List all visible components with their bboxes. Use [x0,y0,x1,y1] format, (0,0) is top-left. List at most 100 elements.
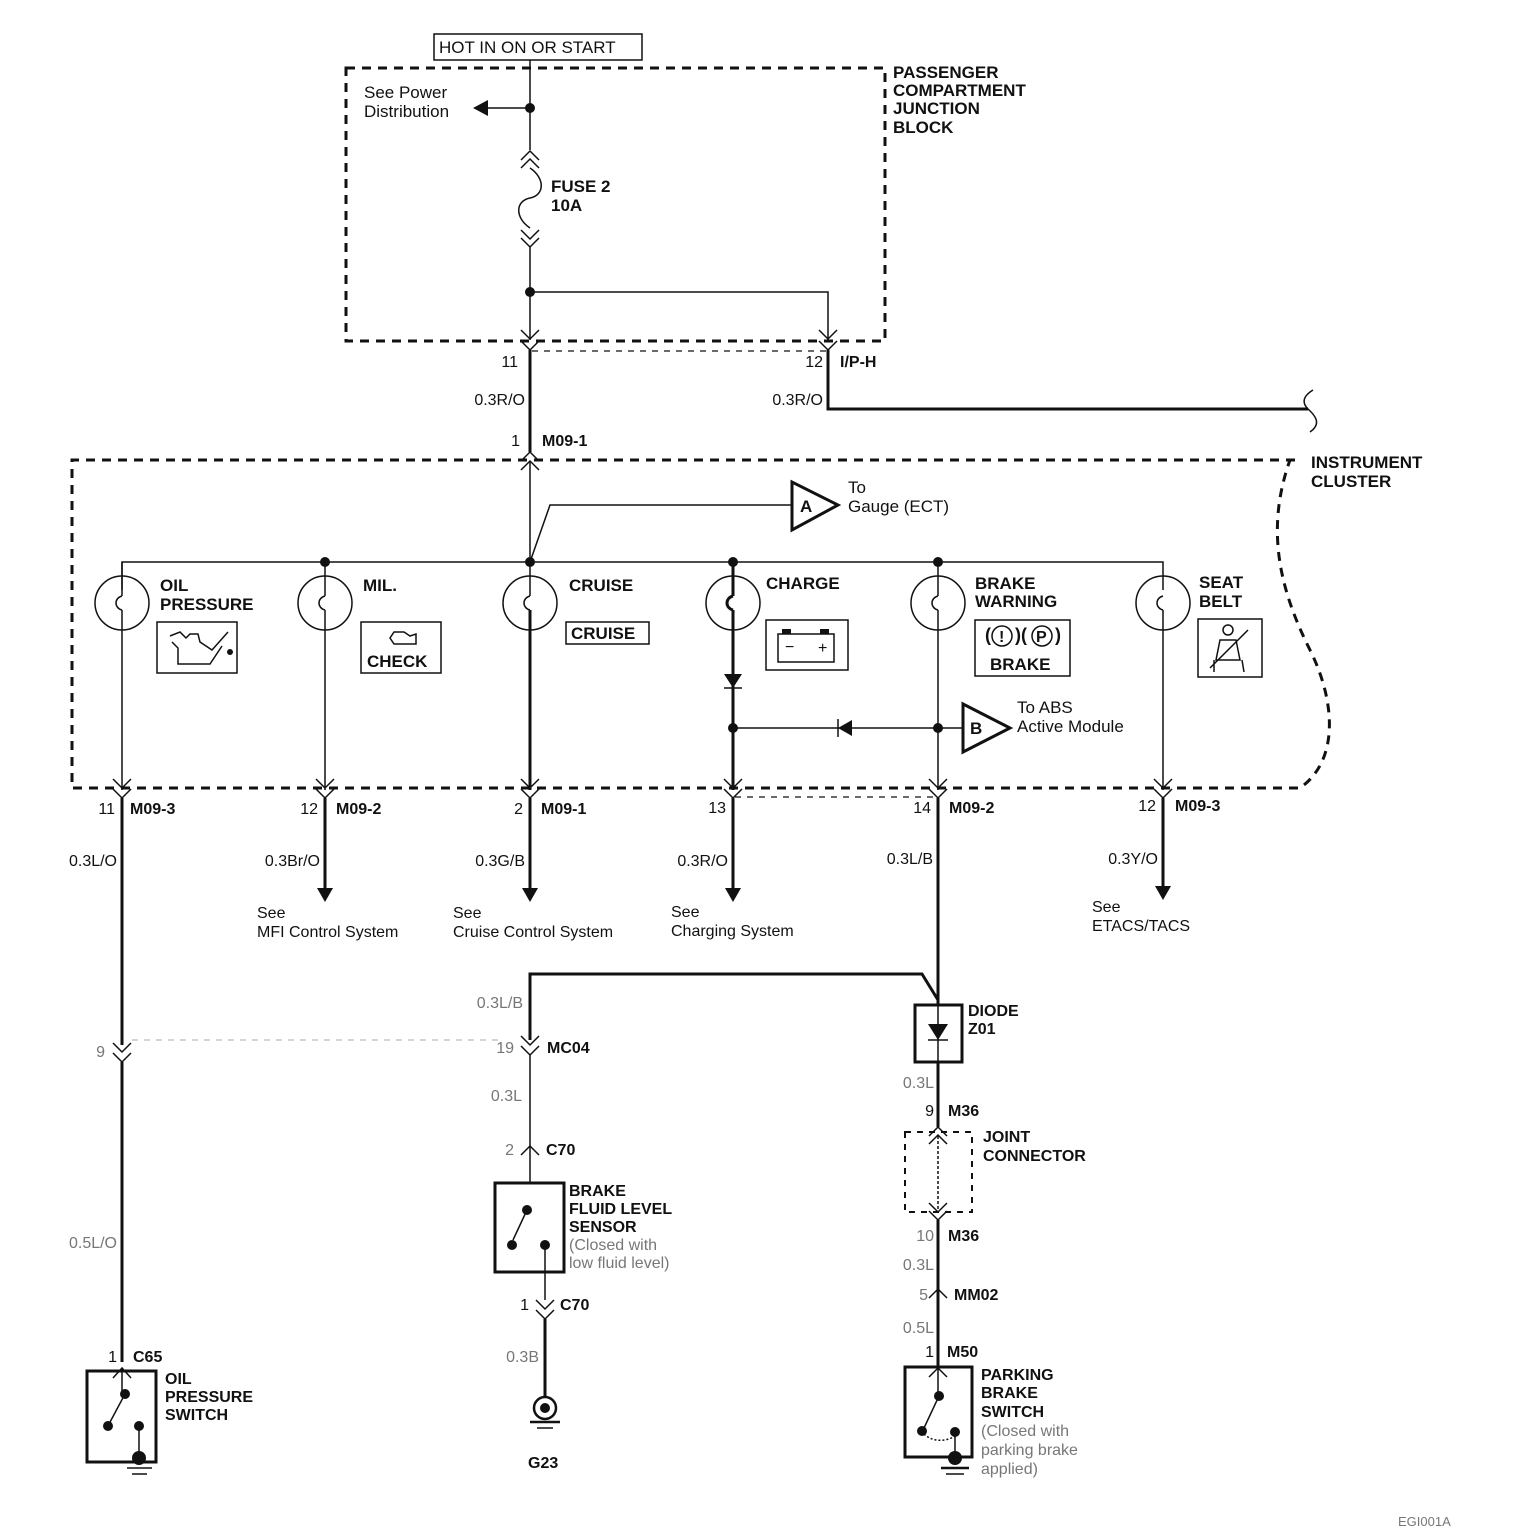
see-charging-line1: See [671,904,700,921]
arrow-down-icon [317,888,333,902]
oil-switch-line3: SWITCH [165,1407,228,1424]
ref-a-letter: A [800,497,812,516]
fuse-icon [518,149,542,249]
svg-text:)(: )( [1015,625,1027,645]
pin-label: 5 [919,1287,928,1304]
svg-text:BRAKE: BRAKE [975,574,1035,593]
arrow-down-icon [1155,886,1171,900]
connector-label: M36 [948,1103,979,1120]
diode-icon [928,1024,948,1040]
pin-label: 11 [98,801,115,818]
connector-icon [928,1287,948,1299]
pin-label: 12 [300,801,318,818]
see-etacs-line2: ETACS/TACS [1092,918,1190,935]
svg-text:PASSENGER: PASSENGER [893,63,999,82]
wire-label: 0.3L/B [477,995,523,1012]
pin-label: 2 [505,1142,514,1159]
sensor-line3: SENSOR [569,1219,637,1236]
pin-label: 1 [108,1349,117,1366]
connector-label: M09-2 [336,801,381,818]
connector-label: M09-3 [1175,798,1220,815]
see-mfi-line1: See [257,905,286,922]
connector-label: M09-3 [130,801,175,818]
svg-text:−: − [785,639,794,656]
ip-h-branch-wire [530,291,829,340]
svg-text:): ) [1055,625,1061,645]
svg-text:CHARGE: CHARGE [766,574,840,593]
wire-label: 0.5L [903,1320,934,1337]
wire-label: 0.3L/O [69,853,117,870]
wire-label: 0.3Y/O [1108,851,1158,868]
lamp-seat-belt: SEAT BELT [1135,573,1263,790]
see-mfi-line2: MFI Control System [257,924,398,941]
wire-brake-fluid [528,972,940,1040]
svg-text:OIL: OIL [160,576,188,595]
svg-text:P: P [1036,629,1047,646]
connector-label: M09-1 [541,801,586,818]
brake-warning-icon [974,619,1071,677]
junction-block-outline [344,66,887,343]
connector-label: C70 [546,1142,575,1159]
instrument-cluster-outline [70,458,1331,790]
wire-label: 0.3R/O [772,392,823,409]
figure-code: EGI001A [1398,1514,1451,1529]
wire-label: 0.3B [506,1349,539,1366]
diode-icon [724,674,742,688]
lamp-brake-warning: BRAKE WARNING ! P ( )( ) BRAKE [910,562,1071,790]
lamp-oil-pressure: OIL PRESSURE [94,562,254,790]
parking-switch-line2: BRAKE [981,1385,1038,1402]
wire-label: 0.3Br/O [265,853,320,870]
wire-label: 0.5L/O [69,1235,117,1252]
sensor-line2: FLUID LEVEL [569,1201,672,1218]
svg-text:BELT: BELT [1199,592,1243,611]
arrow-down-icon [725,888,741,902]
fuse-name: FUSE 2 [551,177,611,196]
see-cruise-line2: Cruise Control System [453,924,613,941]
see-power-line1: See Power [364,83,447,102]
parking-note-line2: parking brake [981,1442,1078,1459]
connector-label: I/P-H [840,354,876,371]
brake-fluid-level-sensor [493,1181,566,1300]
connector-label: MC04 [547,1040,590,1057]
connector-label: M50 [947,1344,978,1361]
pin-label: 1 [925,1344,934,1361]
diode-icon [838,720,852,736]
parking-brake-switch [903,1365,974,1475]
connector-label: M09-2 [949,800,994,817]
svg-text:CRUISE: CRUISE [569,576,633,595]
wire-label: 0.3L [903,1075,934,1092]
svg-text:+: + [818,640,827,657]
see-charging-line2: Charging System [671,923,794,940]
pin-label: 2 [514,801,523,818]
pin-label: 1 [520,1297,529,1314]
diode-z01 [913,1003,964,1064]
ref-b-triangle [961,701,1014,755]
joint-line1: JOINT [983,1129,1030,1146]
ref-b-line1: To ABS [1017,698,1073,717]
connector-icon [928,1125,948,1145]
junction-block-title: PASSENGER COMPARTMENT JUNCTION BLOCK [893,63,1026,137]
parking-note-line3: applied) [981,1461,1038,1478]
lamp-mil: MIL. CHECK [297,562,442,790]
pin-label: 14 [913,800,931,817]
pin-label: 1 [511,433,520,450]
ref-b-letter: B [970,719,982,738]
diode-line2: Z01 [968,1021,996,1038]
svg-text:BRAKE: BRAKE [990,655,1050,674]
pin-label: 9 [925,1103,934,1120]
svg-text:(: ( [985,625,991,645]
sensor-line1: BRAKE [569,1183,626,1200]
pin-label: 19 [496,1040,514,1057]
see-etacs-line1: See [1092,899,1121,916]
cluster-title-line1: INSTRUMENT [1311,453,1423,472]
pin-label: 9 [96,1044,105,1061]
connector-icon [928,1202,948,1222]
parking-switch-line3: SWITCH [981,1404,1044,1421]
svg-text:COMPARTMENT: COMPARTMENT [893,81,1026,100]
power-source-label: HOT IN ON OR START [439,38,616,57]
wire-label: 0.3L [491,1088,522,1105]
sensor-note-line1: (Closed with [569,1237,657,1254]
parking-note-line1: (Closed with [981,1423,1069,1440]
